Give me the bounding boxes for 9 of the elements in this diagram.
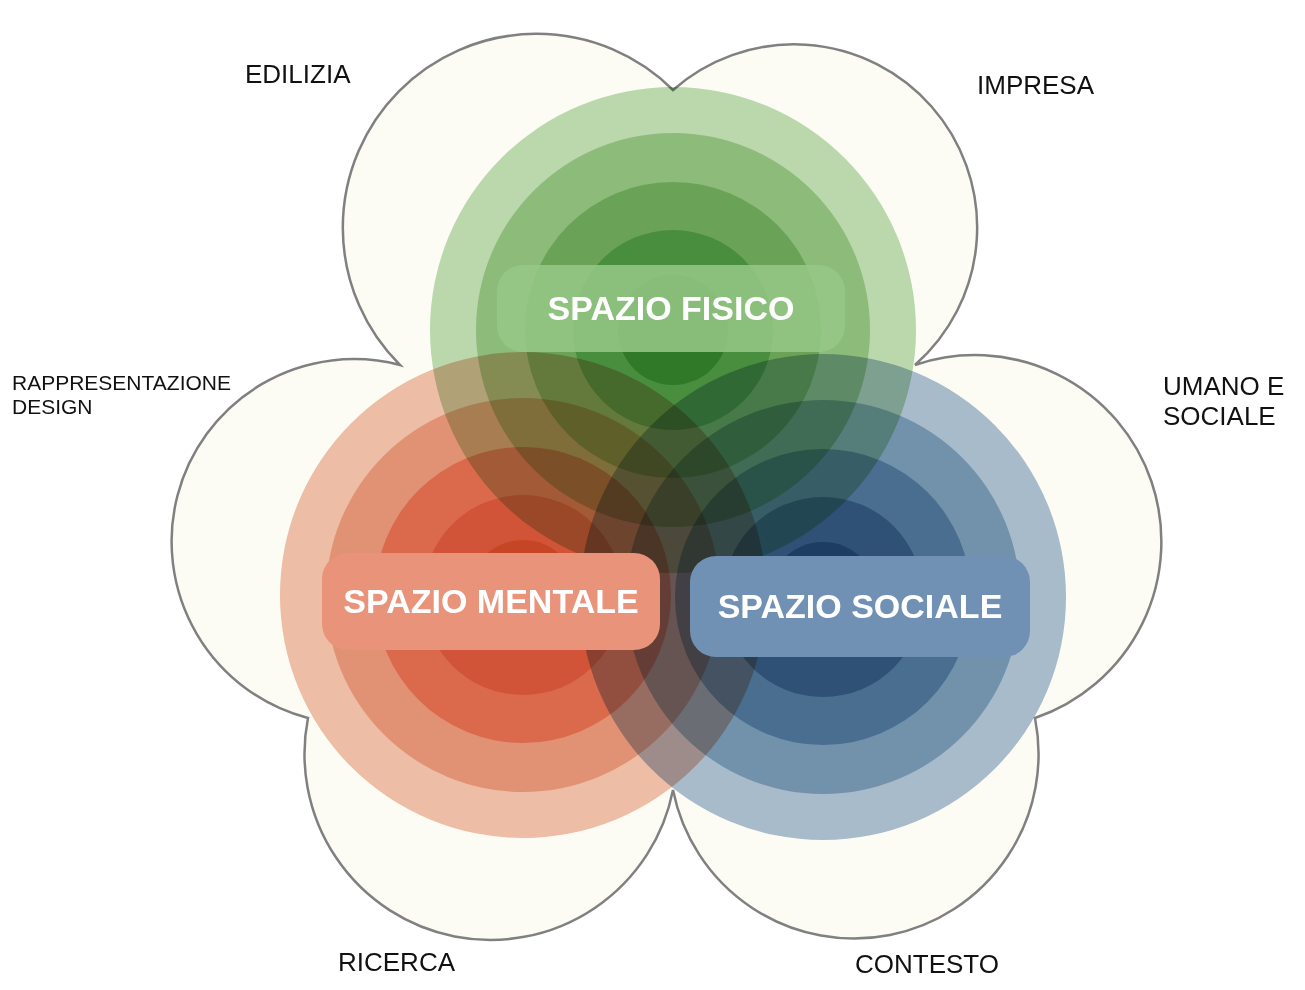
category-label: RICERCA [338, 948, 456, 978]
circle-title: SPAZIO FISICO [497, 265, 845, 352]
circle-title: SPAZIO MENTALE [322, 553, 660, 650]
category-label: IMPRESA [977, 71, 1096, 101]
circle-title: SPAZIO SOCIALE [690, 556, 1030, 657]
category-label: EDILIZIA [245, 60, 352, 90]
category-label: UMANO E SOCIALE [1163, 372, 1286, 432]
category-label: CONTESTO [855, 950, 1000, 980]
category-label: RAPPRESENTAZIONE DESIGN [12, 371, 232, 420]
